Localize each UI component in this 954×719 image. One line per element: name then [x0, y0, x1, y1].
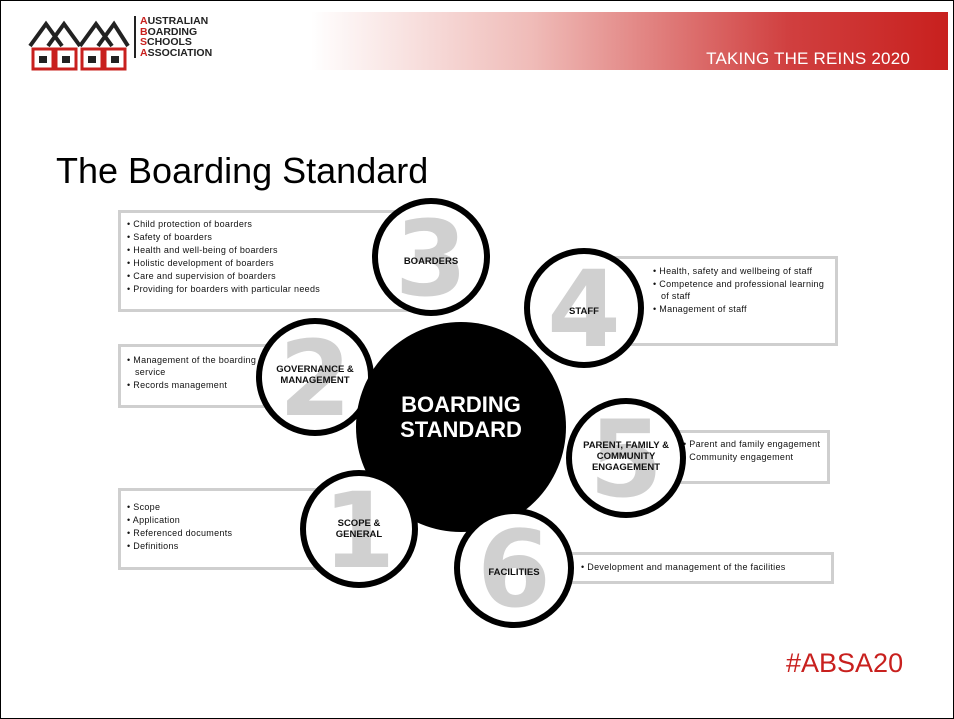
standard-number: 4 — [547, 248, 621, 371]
standard-1-box: Scope Application Referenced documents D… — [118, 488, 334, 570]
slide-title: The Boarding Standard — [56, 150, 429, 191]
list-item: Health and well-being of boarders — [127, 244, 421, 256]
standard-2-circle: 2 GOVERNANCE & MANAGEMENT — [256, 318, 374, 440]
list-item: Development and management of the facili… — [581, 561, 827, 573]
standard-6-box: Development and management of the facili… — [566, 552, 834, 584]
list-item: Management of the boarding service — [127, 354, 289, 378]
list-item: Definitions — [127, 540, 331, 552]
standard-5-box: Parent and family engagement Community e… — [660, 430, 830, 484]
standard-number: 5 — [589, 398, 663, 521]
standard-number: 3 — [394, 198, 468, 320]
list-item: Child protection of boarders — [127, 218, 421, 230]
standard-1-circle: 1 SCOPE & GENERAL — [300, 470, 418, 592]
absa-logo-icon — [28, 20, 130, 71]
standard-number: 2 — [278, 318, 352, 440]
standard-4-circle: 4 STAFF — [524, 248, 644, 371]
list-item: Health, safety and wellbeing of staff — [653, 265, 831, 277]
standard-label: BOARDERS — [403, 256, 459, 267]
logo-line: BOARDING — [140, 25, 198, 38]
center-label-line1: BOARDING — [401, 392, 521, 417]
standard-label: PARENT, FAMILY & COMMUNITY ENGAGEMENT — [583, 440, 669, 473]
logo-line: SCHOOLS — [140, 36, 192, 48]
banner-title: TAKING THE REINS 2020 — [706, 49, 910, 68]
list-item: Care and supervision of boarders — [127, 270, 421, 282]
logo-line: AUSTRALIAN — [140, 15, 209, 27]
standard-label: GOVERNANCE & MANAGEMENT — [276, 364, 354, 386]
list-item: Parent and family engagement — [683, 438, 823, 450]
list-item: Referenced documents — [127, 527, 331, 539]
standard-5-circle: 5 PARENT, FAMILY & COMMUNITY ENGAGEMENT — [566, 398, 686, 521]
list-item: Application — [127, 514, 331, 526]
list-item: Competence and professional learning of … — [653, 278, 831, 302]
header-banner: TAKING THE REINS 2020 — [310, 12, 948, 70]
list-item: Management of staff — [653, 303, 831, 315]
center-label-line2: STANDARD — [400, 417, 522, 442]
standard-3-circle: 3 BOARDERS — [372, 198, 490, 320]
logo-wordmark: AUSTRALIAN BOARDING SCHOOLS ASSOCIATION — [134, 16, 212, 58]
standard-label: SCOPE & GENERAL — [335, 518, 383, 540]
standard-label: FACILITIES — [488, 567, 540, 578]
list-item: Records management — [127, 379, 289, 391]
list-item: Safety of boarders — [127, 231, 421, 243]
standard-3-box: Child protection of boarders Safety of b… — [118, 210, 424, 312]
standard-number: 1 — [322, 470, 396, 592]
list-item: Community engagement — [683, 451, 823, 463]
list-item: Providing for boarders with particular n… — [127, 283, 421, 295]
logo-line: ASSOCIATION — [140, 46, 213, 59]
list-item: Scope — [127, 501, 331, 513]
list-item: Holistic development of boarders — [127, 257, 421, 269]
standard-label: STAFF — [569, 306, 599, 317]
hashtag: #ABSA20 — [786, 648, 904, 678]
standard-6-circle: 6 FACILITIES — [454, 508, 574, 631]
standard-number: 6 — [477, 508, 551, 631]
